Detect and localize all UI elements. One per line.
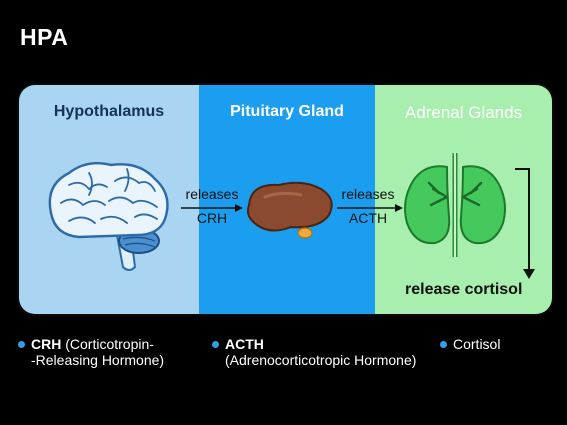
acth-releases-text: releases [341,186,395,202]
pituitary-gland-icon [247,181,333,239]
release-cortisol-label: release cortisol [405,281,523,298]
crh-arrow-icon [181,204,243,212]
acth-arrow-icon [337,204,403,212]
legend-item-cortisol: Cortisol [440,336,540,354]
crh-releases-text: releases [185,186,239,202]
hypothalamus-title: Hypothalamus [53,103,165,120]
crh-text: CRH [196,210,228,226]
brain-icon [48,162,169,271]
acth-release-label: releases ACTH [333,185,403,227]
pituitary-title: Pituitary Gland [230,103,344,120]
adrenal-title: Adrenal Glands [404,103,523,122]
legend-item-acth: ACTH (Adrenocorticotropic Hormone) [212,336,442,370]
hypothalamus-section: Hypothalamus [19,85,199,314]
legend-dot-icon [18,341,25,348]
legend-crh-desc2: -Releasing Hormone) [31,352,165,368]
legend-item-crh: CRH (Corticotropin- -Releasing Hormone) [18,336,208,370]
cortisol-arrow-icon [515,168,535,279]
legend-cortisol-text: Cortisol [453,336,501,352]
hpa-axis-panel: Hypothalamus Pituitary Gland Adrenal Gla… [17,83,554,316]
legend-acth-desc2: (Adrenocorticotropic Hormone) [225,352,417,368]
legend-crh-desc1: (Corticotropin- [65,336,154,352]
legend-crh-abbr: CRH [31,336,62,352]
diagram-title: HPA [20,24,69,50]
acth-text: ACTH [348,210,388,226]
legend-dot-icon [212,341,219,348]
adrenal-section: Adrenal Glands release cortisol [375,85,552,314]
legend-dot-icon [440,341,447,348]
legend-acth-abbr: ACTH [225,336,264,352]
crh-release-label: releases CRH [177,185,247,227]
pituitary-section: Pituitary Gland [199,85,375,314]
adrenal-glands-icon [404,153,506,257]
